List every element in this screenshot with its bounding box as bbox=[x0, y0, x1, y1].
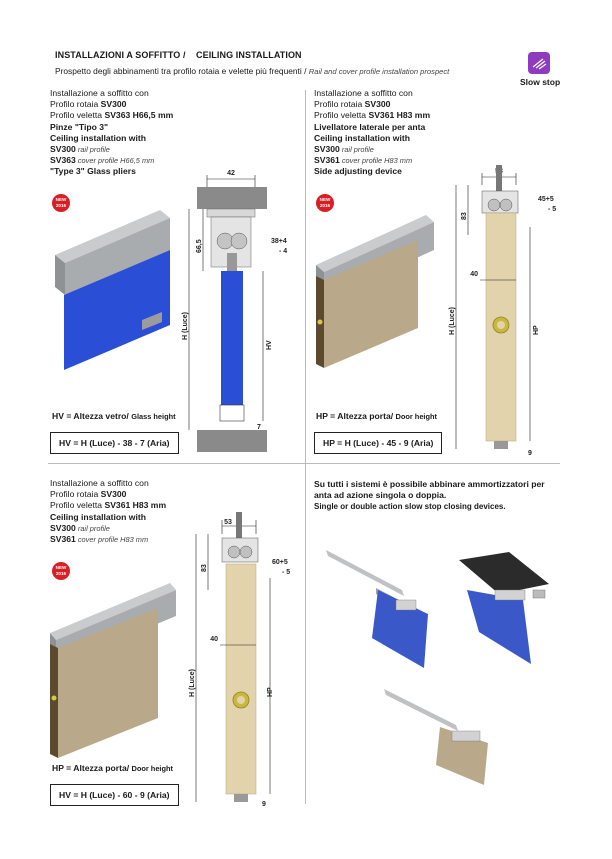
sec1-section-drawing: 42 66,5 H (Luce) HV 38+4 - 4 7 bbox=[182, 170, 287, 452]
sec3-legend: HP = Altezza porta/ Door height bbox=[52, 763, 173, 773]
sec3-dim-hp: HP bbox=[267, 687, 274, 697]
slow-stop-device-illustration-1 bbox=[326, 550, 428, 668]
divider-vertical bbox=[305, 90, 306, 804]
sec2-dim-adj1: 45+5 bbox=[538, 196, 554, 203]
new-badge: NEW 2016 bbox=[52, 194, 70, 212]
sec3-product-illustration bbox=[50, 583, 176, 758]
sec1-dim-bottom: 7 bbox=[257, 424, 261, 431]
sec1-dim-adj1: 38+4 bbox=[271, 238, 287, 245]
new-badge: NEW 2016 bbox=[316, 194, 334, 212]
sec3-dim-height: 83 bbox=[201, 564, 208, 572]
slow-stop-label: Slow stop bbox=[520, 77, 561, 87]
slow-stop-icon bbox=[528, 52, 550, 74]
sec3-dim-adj1: 60+5 bbox=[272, 559, 288, 566]
sec2-product-illustration bbox=[316, 215, 434, 368]
sec2-dim-door: 40 bbox=[470, 271, 478, 278]
sec3-dim-luce: H (Luce) bbox=[189, 669, 196, 697]
sec2-text: Installazione a soffitto con Profilo rot… bbox=[314, 88, 431, 177]
sec3-dim-adj2: - 5 bbox=[282, 569, 290, 576]
sec1-formula: HV = H (Luce) - 38 - 7 (Aria) bbox=[50, 432, 179, 454]
divider-horizontal bbox=[48, 463, 560, 464]
sec1-text: Installazione a soffitto con Profilo rot… bbox=[50, 88, 174, 177]
sec2-dim-bottom: 9 bbox=[528, 450, 532, 457]
sec1-product-illustration bbox=[55, 210, 170, 370]
sec2-formula: HP = H (Luce) - 45 - 9 (Aria) bbox=[314, 432, 443, 454]
slow-stop-device-illustration-2 bbox=[459, 552, 549, 664]
sec2-section-drawing: 53 83 H (Luce) HP 40 45+5 - 5 9 bbox=[449, 165, 556, 457]
page-title: INSTALLAZIONI A SOFFITTO / CEILING INSTA… bbox=[55, 50, 302, 60]
sec2-dim-hp: HP bbox=[533, 325, 540, 335]
sec3-section-drawing: 53 83 H (Luce) HP 40 60+5 - 5 9 bbox=[189, 512, 290, 808]
new-badge: NEW 2016 bbox=[52, 562, 70, 580]
sec1-dim-height: 66,5 bbox=[196, 239, 203, 253]
slow-stop-device-illustration-3 bbox=[384, 689, 488, 785]
sec3-formula: HV = H (Luce) - 60 - 9 (Aria) bbox=[50, 784, 179, 806]
sec3-dim-bottom: 9 bbox=[262, 801, 266, 808]
sec3-dim-width: 53 bbox=[224, 519, 232, 526]
sec2-dim-luce: H (Luce) bbox=[449, 307, 456, 335]
sec2-dim-adj2: - 5 bbox=[548, 206, 556, 213]
sec1-dim-hv: HV bbox=[266, 340, 273, 350]
page-subtitle: Prospetto degli abbinamenti tra profilo … bbox=[55, 66, 450, 76]
sec1-dim-luce: H (Luce) bbox=[182, 312, 189, 340]
sec3-text: Installazione a soffitto con Profilo rot… bbox=[50, 478, 167, 545]
sec4-text: Su tutti i sistemi è possibile abbinare … bbox=[314, 479, 545, 512]
sec2-dim-height: 83 bbox=[461, 212, 468, 220]
sec1-dim-width: 42 bbox=[227, 170, 235, 177]
sec1-legend: HV = Altezza vetro/ Glass height bbox=[52, 411, 176, 421]
sec1-dim-adj2: - 4 bbox=[279, 248, 287, 255]
sec3-dim-door: 40 bbox=[210, 636, 218, 643]
sec2-legend: HP = Altezza porta/ Door height bbox=[316, 411, 437, 421]
